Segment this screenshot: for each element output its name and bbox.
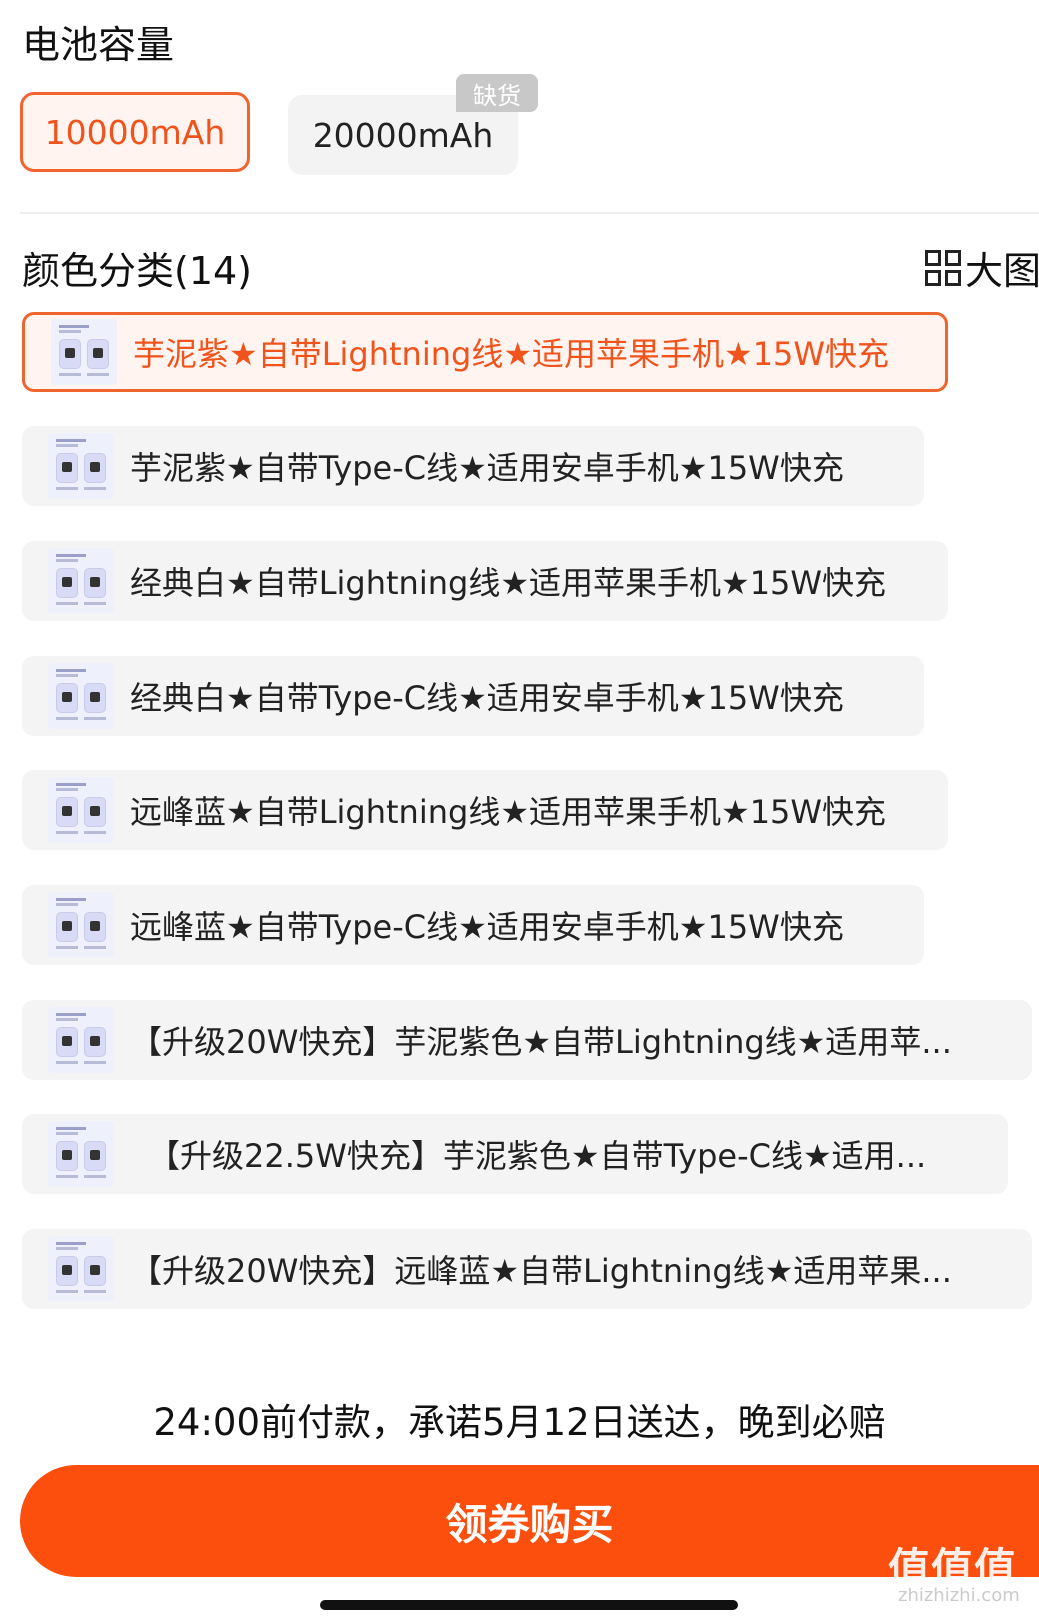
product-thumbnail <box>48 1007 114 1073</box>
color-option-label: 远峰蓝★自带Lightning线★适用苹果手机★15W快充 <box>130 793 887 831</box>
product-thumbnail <box>48 1236 114 1302</box>
color-option[interactable]: 【升级20W快充】远峰蓝★自带Lightning线★适用苹果... <box>22 1229 1032 1309</box>
grid-view-icon <box>925 249 961 286</box>
color-option[interactable]: 经典白★自带Type-C线★适用安卓手机★15W快充 <box>22 656 924 736</box>
product-thumbnail <box>48 892 114 958</box>
capacity-option-10000mah[interactable]: 10000mAh <box>20 92 250 172</box>
product-thumbnail <box>48 1121 114 1187</box>
color-option[interactable]: 芋泥紫★自带Type-C线★适用安卓手机★15W快充 <box>22 426 924 506</box>
color-option-label: 芋泥紫★自带Type-C线★适用安卓手机★15W快充 <box>130 449 844 487</box>
product-thumbnail <box>48 548 114 614</box>
color-option-label: 远峰蓝★自带Type-C线★适用安卓手机★15W快充 <box>130 908 844 946</box>
product-thumbnail <box>48 433 114 499</box>
watermark-logo: 值值值 <box>888 1544 1018 1593</box>
watermark-url: zhizhizhi.com <box>898 1585 1020 1606</box>
home-indicator[interactable] <box>320 1600 738 1610</box>
capacity-title: 电池容量 <box>22 23 175 67</box>
product-thumbnail <box>51 319 117 385</box>
color-option[interactable]: 芋泥紫★自带Lightning线★适用苹果手机★15W快充 <box>22 312 948 392</box>
big-image-label: 大图 <box>965 249 1039 293</box>
section-divider <box>20 212 1039 214</box>
product-thumbnail <box>48 777 114 843</box>
color-option-label: 经典白★自带Type-C线★适用安卓手机★15W快充 <box>130 679 844 717</box>
delivery-promise: 24:00前付款，承诺5月12日送达，晚到必赔 <box>153 1401 886 1444</box>
color-option[interactable]: 远峰蓝★自带Lightning线★适用苹果手机★15W快充 <box>22 770 948 850</box>
color-option-label: 【升级22.5W快充】芋泥紫色★自带Type-C线★适用... <box>148 1137 927 1175</box>
color-option[interactable]: 经典白★自带Lightning线★适用苹果手机★15W快充 <box>22 541 948 621</box>
color-option[interactable]: 远峰蓝★自带Type-C线★适用安卓手机★15W快充 <box>22 885 924 965</box>
color-option-label: 经典白★自带Lightning线★适用苹果手机★15W快充 <box>130 564 887 602</box>
color-option[interactable]: 【升级20W快充】芋泥紫色★自带Lightning线★适用苹... <box>22 1000 1032 1080</box>
coupon-buy-button[interactable]: 领券购买 <box>20 1465 1039 1577</box>
product-thumbnail <box>48 663 114 729</box>
color-option-label: 芋泥紫★自带Lightning线★适用苹果手机★15W快充 <box>133 335 890 373</box>
color-option[interactable]: 【升级22.5W快充】芋泥紫色★自带Type-C线★适用... <box>22 1114 1008 1194</box>
big-image-toggle[interactable]: 大图 <box>925 240 1039 295</box>
color-option-label: 【升级20W快充】远峰蓝★自带Lightning线★适用苹果... <box>130 1252 952 1290</box>
color-category-title: 颜色分类(14) <box>22 249 253 293</box>
color-option-label: 【升级20W快充】芋泥紫色★自带Lightning线★适用苹... <box>130 1023 952 1061</box>
out-of-stock-badge: 缺货 <box>456 74 538 112</box>
